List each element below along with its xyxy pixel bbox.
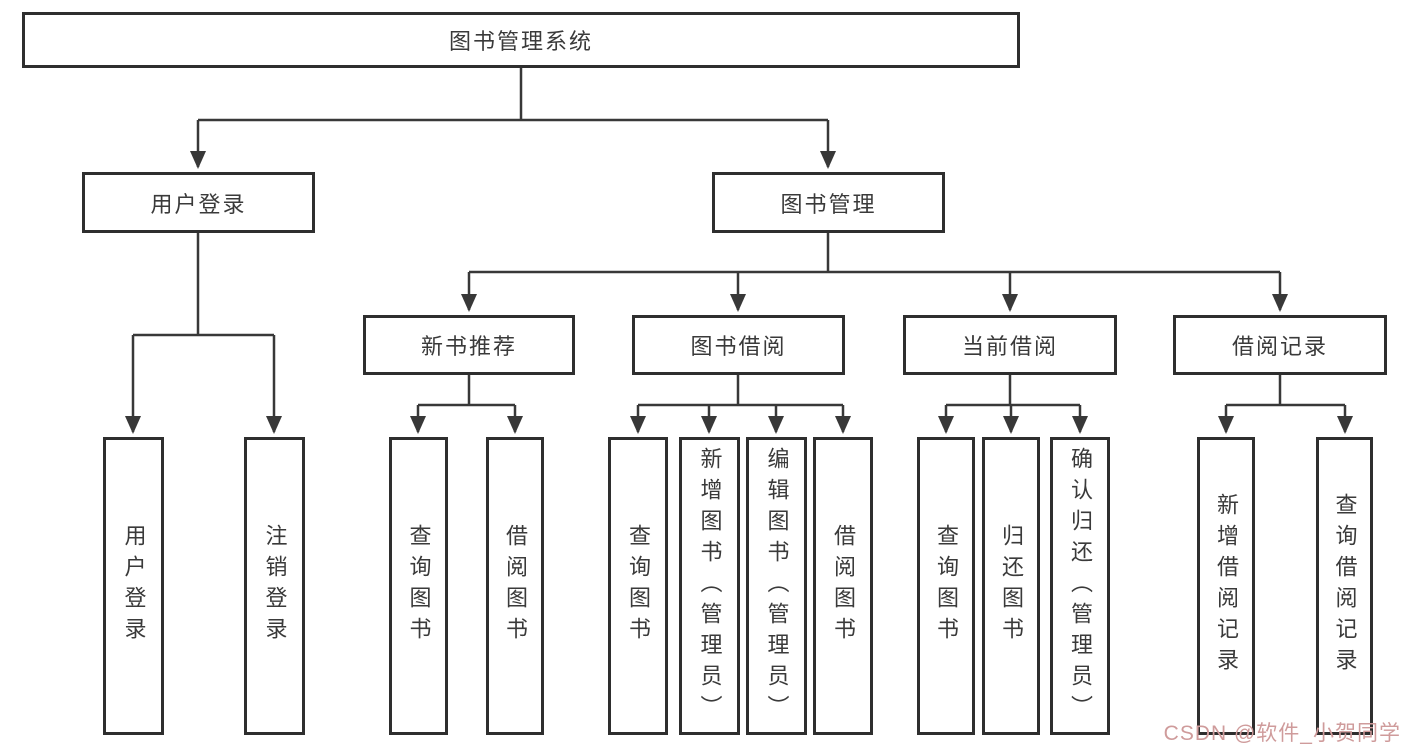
node-current-borrowing: 当前借阅 [903,315,1117,375]
node-label: 归还图书 [999,524,1024,648]
rail-book-borrow [638,375,843,407]
node-label: 编辑图书（管理员） [764,446,790,726]
node-leaf-confirm-return-admin: 确认归还（管理员） [1050,437,1110,735]
node-leaf-add-borrow-record: 新增借阅记录 [1197,437,1255,735]
node-leaf-query-borrow-record: 查询借阅记录 [1316,437,1373,735]
node-leaf-return-books: 归还图书 [982,437,1040,735]
rail-book-mgmt [469,233,1280,274]
rail-borrow-records [1226,375,1345,407]
node-label: 当前借阅 [961,334,1058,359]
node-leaf-edit-books-admin: 编辑图书（管理员） [746,437,807,735]
node-leaf-borrowing-borrow-books: 借阅图书 [813,437,873,735]
node-label: 图书借阅 [690,334,787,359]
node-book-management: 图书管理 [712,172,945,233]
node-label: 借阅记录 [1231,334,1328,359]
node-leaf-logout: 注销登录 [244,437,305,735]
csdn-watermark: CSDN @软件_小贺同学 [1163,722,1401,745]
node-label: 新增图书（管理员） [697,446,723,726]
node-borrowing-records: 借阅记录 [1173,315,1387,375]
node-leaf-current-query-books: 查询图书 [917,437,975,735]
node-book-borrowing: 图书借阅 [632,315,845,375]
node-root-system: 图书管理系统 [22,12,1020,68]
node-label: 图书管理 [780,191,877,217]
node-leaf-recommend-borrow-books: 借阅图书 [486,437,544,735]
node-label: 注销登录 [262,524,288,648]
node-user-login: 用户登录 [82,172,315,233]
node-label: 新增借阅记录 [1214,493,1239,679]
node-label: 用户登录 [150,191,247,217]
rail-root [198,68,828,122]
rail-new-rec [418,375,515,407]
node-label: 查询借阅记录 [1332,493,1358,679]
node-label: 查询图书 [626,524,651,648]
rail-user-login [133,233,274,337]
node-label: 查询图书 [934,524,959,648]
node-label: 借阅图书 [831,524,856,648]
node-label: 查询图书 [406,524,432,648]
rail-current-borrow [946,375,1080,407]
node-leaf-borrowing-query-books: 查询图书 [608,437,668,735]
node-label: 图书管理系统 [448,29,593,54]
node-label: 新书推荐 [420,334,517,359]
node-leaf-recommend-query-books: 查询图书 [389,437,448,735]
node-leaf-user-login: 用户登录 [103,437,164,735]
node-new-book-recommend: 新书推荐 [363,315,575,375]
node-label: 用户登录 [121,524,147,648]
node-leaf-add-books-admin: 新增图书（管理员） [679,437,740,735]
node-label: 借阅图书 [503,524,528,648]
node-label: 确认归还（管理员） [1068,446,1093,726]
